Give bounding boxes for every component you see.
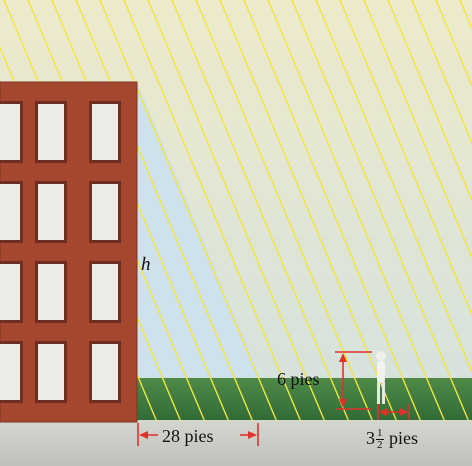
- fraction-denominator: 2: [377, 439, 383, 452]
- person-figure: [376, 351, 386, 404]
- window: [92, 264, 118, 320]
- person-height-arrow: [335, 351, 372, 410]
- shadow-length-unit: pies: [389, 428, 418, 448]
- sun-ray: [243, 0, 421, 421]
- sun-ray: [363, 0, 472, 260]
- sun-ray: [147, 0, 325, 421]
- sun-ray: [267, 0, 445, 421]
- sun-ray: [195, 0, 373, 421]
- window: [38, 104, 64, 160]
- brick-building: [0, 81, 138, 423]
- sun-ray: [315, 0, 472, 374]
- window: [38, 184, 64, 240]
- sun-ray: [219, 0, 397, 421]
- sun-ray: [339, 0, 472, 317]
- sun-ray: [435, 0, 472, 88]
- window: [38, 344, 64, 400]
- window: [92, 344, 118, 400]
- sun-ray: [411, 0, 472, 145]
- person-height-label: 6 pies: [277, 369, 320, 389]
- sun-ray: [51, 0, 229, 421]
- shadow-length-whole: 3: [366, 428, 375, 448]
- sun-ray: [123, 0, 301, 421]
- window: [92, 104, 118, 160]
- building-height-label: h: [141, 254, 151, 275]
- window: [38, 264, 64, 320]
- sun-ray: [171, 0, 349, 421]
- distance-arrow: [137, 423, 259, 446]
- distance-label: 28 pies: [162, 426, 214, 446]
- window: [0, 184, 20, 240]
- window: [0, 344, 20, 400]
- sun-ray: [387, 0, 472, 203]
- sun-ray: [291, 0, 469, 421]
- window: [92, 184, 118, 240]
- window: [0, 104, 20, 160]
- sun-ray: [99, 0, 277, 421]
- shadow-length-arrow: [377, 404, 410, 420]
- ground: [0, 420, 472, 466]
- window: [0, 264, 20, 320]
- shadow-region: [137, 82, 262, 380]
- sun-ray: [75, 0, 253, 421]
- fraction-numerator: 1: [376, 427, 384, 441]
